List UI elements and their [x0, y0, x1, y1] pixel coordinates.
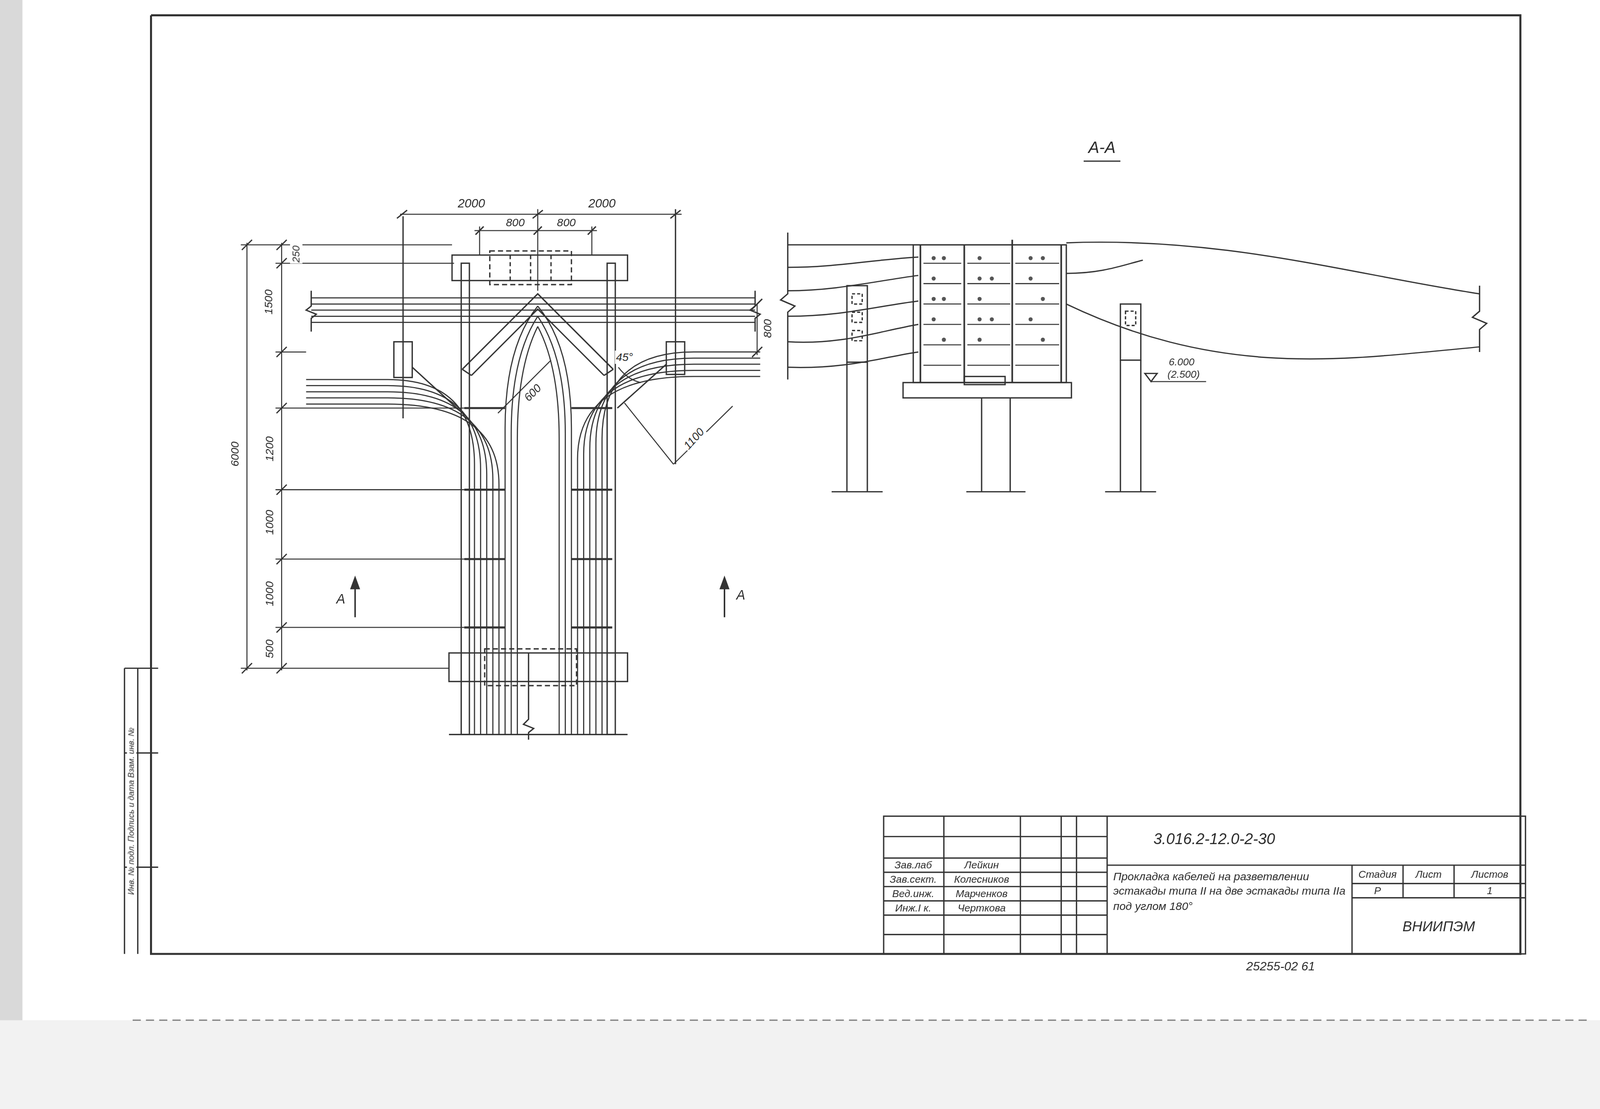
- level-mark: (2.500): [1166, 368, 1201, 381]
- dimension: 2000: [587, 197, 617, 211]
- dimension: 500: [262, 638, 276, 660]
- title-block-cell: Р: [1373, 884, 1383, 897]
- dimension: 1000: [262, 508, 276, 537]
- dimension: 250: [290, 244, 302, 264]
- title-block-cell: Лейкин: [963, 859, 1000, 872]
- dimension: 800: [760, 318, 774, 340]
- dimension: 2000: [456, 197, 487, 211]
- dimension: 800: [555, 215, 577, 229]
- dimension: 6000: [228, 440, 242, 468]
- dimension: 1100: [680, 424, 708, 453]
- organization-name: ВНИИПЭМ: [1401, 918, 1476, 935]
- title-block-cell: Лист: [1414, 868, 1443, 881]
- dimension: 600: [520, 380, 545, 405]
- title-block-cell: Зав.лаб: [893, 859, 933, 872]
- archive-number: 25255-02 61: [1245, 959, 1316, 974]
- angle-dimension: 45°: [614, 350, 634, 364]
- section-title: А-А: [1087, 138, 1117, 158]
- title-block-cell: 1: [1486, 884, 1495, 897]
- approval-stamp: Инв. № подл. Подпись и дата Взам. инв. №: [126, 726, 137, 896]
- title-block-cell: Марченков: [954, 887, 1009, 900]
- drawing-title: Прокладка кабелей на разветвлении эстака…: [1112, 869, 1350, 913]
- dimension: 1500: [261, 288, 275, 316]
- title-block-cell: Стадия: [1357, 868, 1398, 881]
- title-block-cell: Черткова: [956, 901, 1007, 914]
- dimension: 1200: [262, 435, 276, 463]
- title-block-cell: Листов: [1470, 868, 1510, 881]
- dimension: 1000: [262, 580, 276, 608]
- title-block-cell: Зав.сект.: [888, 873, 938, 886]
- title-block-cell: Вед.инж.: [891, 887, 936, 900]
- section-marker: А: [335, 592, 347, 608]
- title-block-cell: Колесников: [952, 873, 1010, 886]
- dimension: 800: [504, 215, 526, 229]
- drawing-code: 3.016.2-12.0-2-30: [1152, 829, 1277, 848]
- level-mark: 6.000: [1167, 356, 1196, 369]
- section-marker: А: [735, 588, 747, 604]
- title-block-cell: Инж.I к.: [894, 901, 933, 914]
